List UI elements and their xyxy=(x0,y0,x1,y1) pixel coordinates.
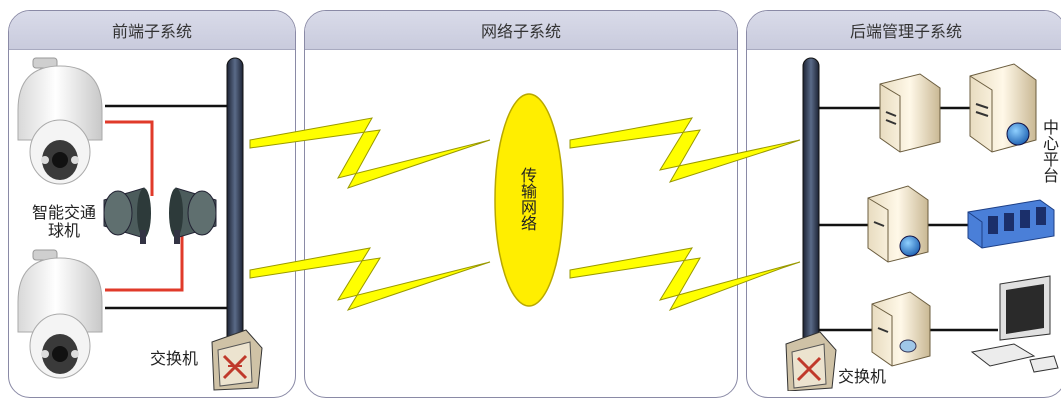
backend-subsystem-title: 后端管理子系统 xyxy=(747,11,1061,50)
horn-speaker-icon xyxy=(103,187,151,244)
front-subsystem-title: 前端子系统 xyxy=(9,11,295,50)
server-tower-icon xyxy=(867,185,929,263)
transmission-network-cloud xyxy=(494,93,564,307)
network-subsystem-title: 网络子系统 xyxy=(305,11,737,50)
backend-backbone-pole xyxy=(802,57,820,359)
wireless-link-bolts xyxy=(249,117,801,311)
front-backbone-pole xyxy=(226,57,244,349)
globe-icon xyxy=(1006,122,1030,146)
backend-switch-label: 交换机 xyxy=(838,367,887,386)
center-platform-label: 中心平台 xyxy=(1043,118,1060,185)
server-tower-icon xyxy=(879,73,941,153)
globe-icon xyxy=(899,235,921,257)
server-links xyxy=(819,106,998,332)
camera-links xyxy=(105,104,228,310)
camera-label: 智能交通球机 xyxy=(31,203,96,240)
monitor-workstation-icon xyxy=(970,275,1059,373)
front-switch-label: 交换机 xyxy=(150,349,199,368)
network-switch-icon xyxy=(785,331,837,391)
database-icon xyxy=(899,339,917,353)
network-label: 传输网络 xyxy=(521,166,538,233)
storage-array-icon xyxy=(967,199,1055,249)
server-tower-icon xyxy=(969,63,1037,153)
server-tower-icon xyxy=(871,291,931,367)
horn-speaker-icon xyxy=(169,187,217,244)
dome-camera-icon xyxy=(17,249,103,379)
network-switch-icon xyxy=(211,329,263,391)
dome-camera-icon xyxy=(17,57,103,185)
